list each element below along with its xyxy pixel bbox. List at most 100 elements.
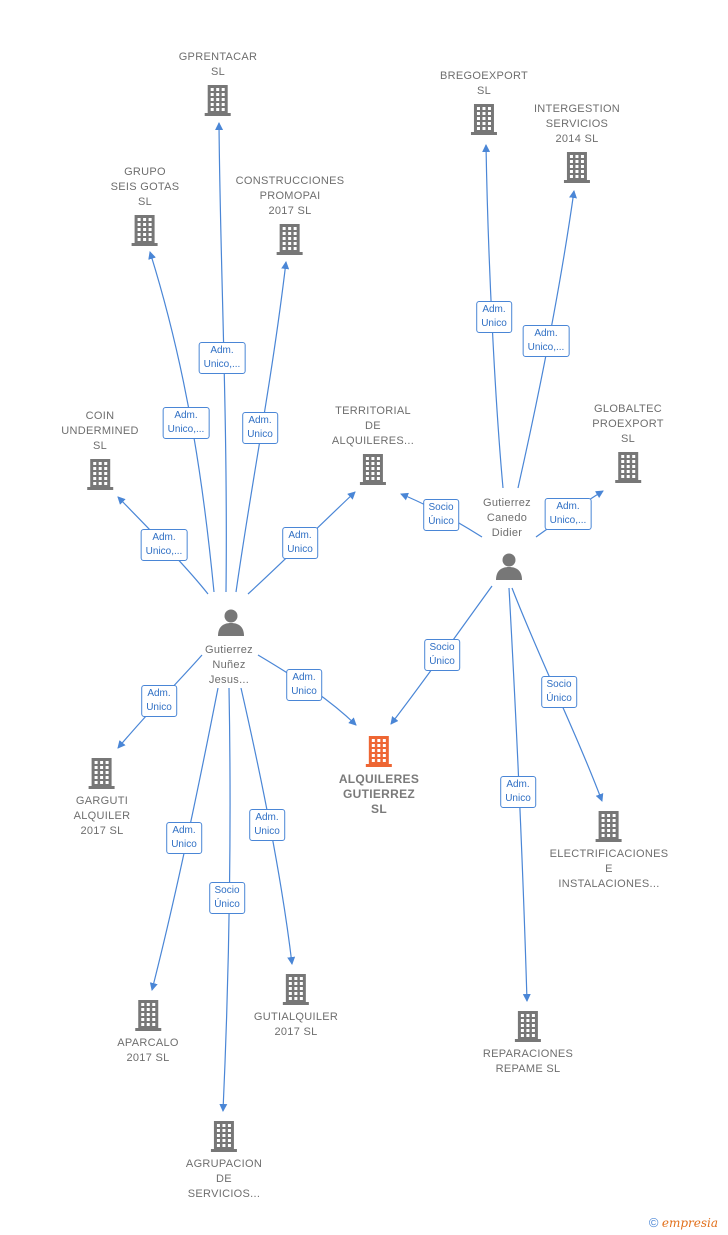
relation-badge-jesus-alquileres[interactable]: Adm. Unico: [286, 669, 322, 701]
relation-badge-line: Unico: [505, 793, 531, 804]
relation-badge-jesus-gutialquiler[interactable]: Adm. Unico: [249, 809, 285, 841]
relation-badge-line: Socio: [214, 885, 240, 896]
company-label-line: GRUPO: [124, 166, 166, 178]
company-label-line: ALQUILERES: [338, 772, 420, 786]
relation-badge-jesus-construcciones[interactable]: Adm.Unico: [242, 412, 278, 444]
relation-badge-jesus-gprentacar[interactable]: Adm.Unico,...: [198, 342, 246, 374]
building-icon: [87, 459, 113, 490]
relation-badge-line: Adm.: [174, 410, 198, 421]
company-label-line: AGRUPACION: [185, 1158, 263, 1170]
relation-badge-didier-reparaciones[interactable]: Adm.Unico: [500, 776, 536, 808]
company-node-bregoexport[interactable]: BREGOEXPORT SL: [440, 69, 528, 136]
relation-badge-line: Adm.: [292, 672, 316, 683]
company-node-reparaciones[interactable]: REPARACIONES REPAME SL: [483, 1009, 573, 1077]
relation-badge-line: Unico: [254, 826, 280, 837]
company-label-line: REPARACIONES: [482, 1048, 574, 1060]
company-label-line: SL: [476, 85, 492, 97]
company-label-line: TERRITORIAL: [335, 405, 411, 417]
company-label-line: SERVICIOS...: [187, 1188, 261, 1200]
relation-badge-line: Adm.: [288, 530, 312, 541]
building-icon: [614, 452, 641, 483]
relation-badge-jesus-grupo[interactable]: Adm. Unico,...: [162, 407, 210, 439]
relation-badge-line: Unico,...: [145, 546, 183, 557]
company-label-line: GLOBALTEC: [594, 403, 662, 415]
relation-badge-didier-bregoexport[interactable]: Adm. Unico: [476, 301, 512, 333]
company-label-line: INTERGESTION: [533, 103, 621, 115]
company-label-line: CONSTRUCCIONES: [235, 175, 345, 187]
company-label-line: COIN: [85, 410, 115, 422]
building-icon: [135, 1000, 161, 1031]
person-label-line: Gutierrez: [205, 644, 253, 656]
relation-badge-jesus-territorial[interactable]: Adm. Unico: [282, 527, 318, 559]
person-label-line: Didier: [491, 527, 523, 539]
relation-edge-didier-reparaciones: [508, 587, 531, 1002]
person-label-line: Jesus...: [208, 674, 250, 686]
company-label-line: GARGUTI: [75, 795, 129, 807]
relation-badge-line: Unico,...: [167, 424, 205, 435]
relation-badge-line: Adm.: [534, 328, 558, 339]
relation-badge-line: Adm.: [248, 415, 272, 426]
relation-badge-line: Unico: [146, 702, 172, 713]
company-label-line: REPAME SL: [495, 1063, 561, 1075]
relation-badge-line: Unico: [481, 318, 507, 329]
relation-badge-line: Adm.: [482, 304, 506, 315]
relation-badge-didier-intergestion[interactable]: Adm.Unico,...: [522, 325, 570, 357]
company-label-line: 2017 SL: [126, 1052, 170, 1064]
person-label-line: Canedo: [486, 512, 528, 524]
company-label-line: 2017 SL: [268, 205, 312, 217]
relation-badge-jesus-aparcalo[interactable]: Adm.Unico: [166, 822, 202, 854]
relation-badge-line: Único: [214, 899, 240, 910]
company-label-line: INSTALACIONES...: [558, 878, 660, 890]
person-icon[interactable]: [495, 552, 523, 580]
relation-badge-line: Socio: [428, 502, 454, 513]
company-label-line: 2017 SL: [274, 1026, 318, 1038]
company-label-line: SL: [620, 433, 636, 445]
person-icon[interactable]: [217, 608, 245, 636]
company-label-line: BREGOEXPORT: [439, 70, 529, 82]
building-icon: [563, 152, 590, 183]
company-label-line: GPRENTACAR: [178, 51, 258, 63]
relation-badge-line: Adm.: [556, 501, 580, 512]
building-icon: [595, 811, 622, 842]
relation-badge-jesus-coin[interactable]: Adm.Unico,...: [140, 529, 188, 561]
relation-badge-line: Socio: [546, 679, 572, 690]
company-label-line: ELECTRIFICACIONES: [549, 848, 669, 860]
relation-badge-line: Único: [428, 516, 454, 527]
relation-badge-line: Unico,...: [549, 515, 587, 526]
building-icon: [210, 1121, 237, 1152]
relation-badge-jesus-garguti[interactable]: Adm.Unico: [141, 685, 177, 717]
company-label-line: ALQUILERES...: [331, 435, 415, 447]
company-label-line: 2014 SL: [555, 133, 599, 145]
relation-badge-line: Adm.: [210, 345, 234, 356]
person-label-line: Gutierrez: [483, 497, 531, 509]
relation-badge-line: Adm.: [172, 825, 196, 836]
building-icon: [514, 1011, 541, 1042]
company-label-line: SL: [371, 802, 387, 816]
relation-badge-line: Único: [546, 693, 572, 704]
relation-badge-line: Unico: [287, 544, 313, 555]
relation-badge-line: Unico: [291, 686, 317, 697]
company-label-line: SL: [137, 196, 153, 208]
relation-badge-didier-globaltec[interactable]: Adm. Unico,...: [544, 498, 592, 530]
relation-badge-line: Adm.: [255, 812, 279, 823]
